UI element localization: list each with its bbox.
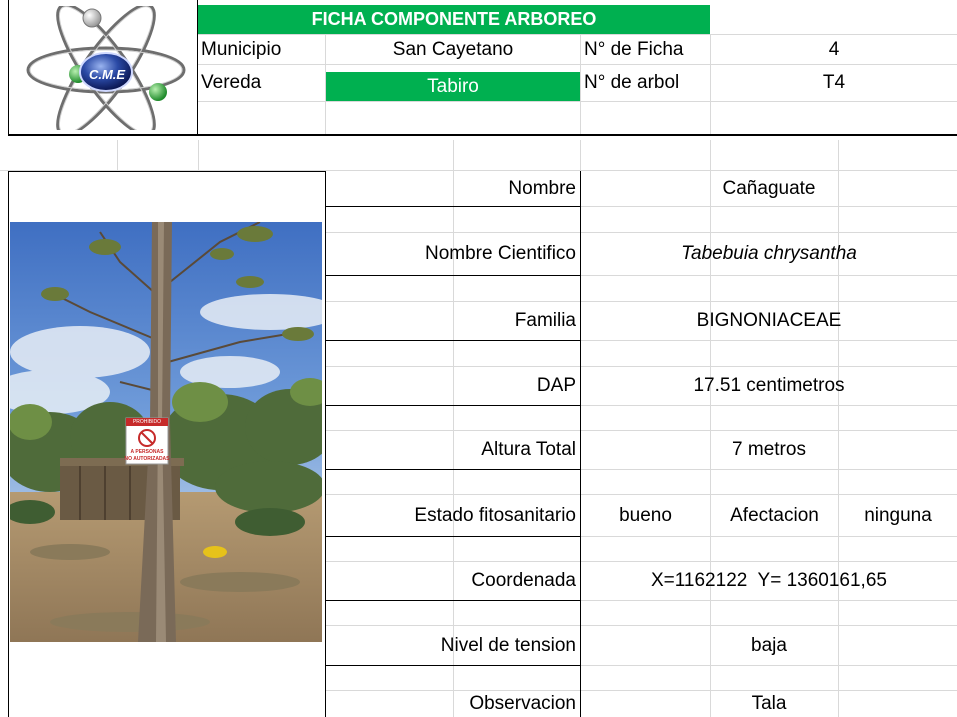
cme-logo: C.M.E: [20, 3, 192, 137]
ficha-value: 4: [828, 38, 840, 60]
estado-fitosanitario-value: bueno: [619, 504, 672, 526]
logo-text: C.M.E: [88, 67, 126, 82]
ficha-label: N° de Ficha: [584, 38, 684, 60]
afectacion-value: ninguna: [864, 504, 932, 526]
dap-value: 17.51 centimetros: [693, 375, 845, 396]
observacion-value: Tala: [751, 693, 787, 714]
sign-text-1: PROHIBIDO: [132, 419, 162, 425]
form-title: FICHA COMPONENTE ARBOREO: [198, 5, 710, 34]
altura-total-value: 7 metros: [732, 439, 806, 460]
coordenada-value: X=1162122 Y= 1360161,65: [651, 570, 887, 591]
arbol-value: T4: [822, 72, 846, 93]
nivel-tension-value: baja: [751, 634, 787, 656]
altura-total-label: Altura Total: [481, 439, 576, 460]
observacion-label: Observacion: [469, 693, 576, 714]
familia-label: Familia: [514, 310, 576, 331]
vereda-label: Vereda: [201, 72, 262, 93]
sign-text-2: A PERSONAS: [130, 449, 164, 455]
nombre-label: Nombre: [508, 177, 576, 199]
estado-fitosanitario-label: Estado fitosanitario: [414, 504, 576, 526]
municipio-label: Municipio: [201, 38, 282, 60]
nombre-cientifico-value: Tabebuia chrysantha: [681, 243, 857, 264]
coordenada-label: Coordenada: [471, 570, 576, 591]
dap-label: DAP: [536, 375, 576, 396]
afectacion-label: Afectacion: [730, 504, 819, 526]
municipio-value: San Cayetano: [392, 38, 514, 60]
sign-text-3: NO AUTORIZADAS: [124, 456, 170, 462]
nombre-cientifico-label: Nombre Cientifico: [425, 243, 576, 264]
vereda-value: Tabiro: [326, 72, 580, 101]
nombre-value: Cañaguate: [722, 177, 816, 199]
nivel-tension-label: Nivel de tension: [440, 634, 576, 656]
familia-value: BIGNONIACEAE: [696, 310, 842, 331]
arbol-label: N° de arbol: [584, 72, 680, 93]
tree-photo: PROHIBIDO A PERSONAS NO AUTORIZADAS: [10, 222, 322, 642]
